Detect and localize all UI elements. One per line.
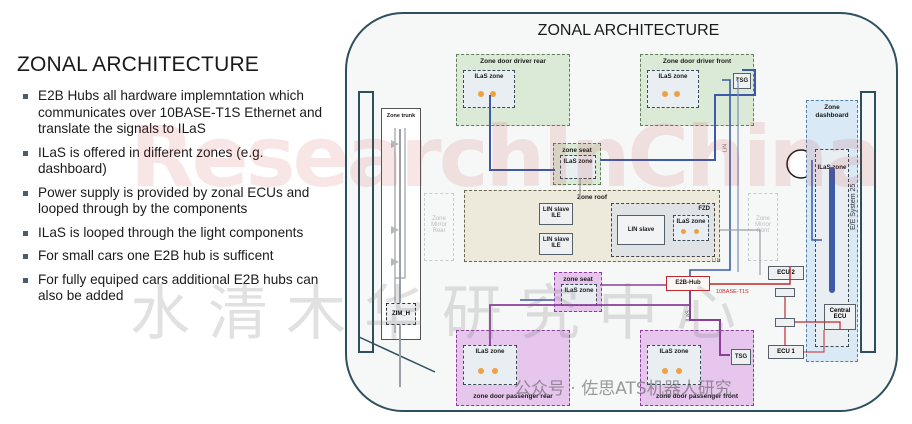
bullet-item: Power supply is provided by zonal ECUs a… xyxy=(20,185,335,218)
fzd-label: FZD xyxy=(698,206,710,212)
bullet-item: E2B Hubs all hardware implemntation whic… xyxy=(20,88,335,138)
ecu-1-label: ECU 1 xyxy=(777,349,795,355)
lin-slave-label: LIN slave xyxy=(627,227,655,233)
zone-mirror-front: Zone Mirror front xyxy=(748,193,778,261)
central-ecu: Central ECU xyxy=(824,304,856,330)
ile-label: ILE xyxy=(551,213,561,219)
diagram-title: ZONAL ARCHITECTURE xyxy=(537,22,720,39)
ilas-zone-label: ILaS zone xyxy=(475,348,505,355)
zone-door-driver-rear: Zone door driver rear ILaS zone xyxy=(456,54,570,126)
zone-trunk: Zone trunk xyxy=(381,108,421,387)
ilas-zone-box: ILaS zone xyxy=(647,70,699,108)
zone-seat-lower: zone seat ILaS zone xyxy=(554,272,602,312)
ecu-2-label: ECU 2 xyxy=(777,270,795,276)
zone-door-passenger-front-label: zone door passenger front xyxy=(656,393,738,400)
zone-door-driver-front: Zone door driver front ILaS zone TSG xyxy=(640,54,754,126)
zone-door-passenger-rear-label: zone door passenger rear xyxy=(473,393,553,400)
base-t1s-label: 10BASE-T1S xyxy=(716,289,749,295)
ilas-zone-box: ILaS zone xyxy=(673,215,709,241)
zone-door-passenger-rear: ILaS zone zone door passenger rear xyxy=(456,330,570,406)
mirror-front-label: Mirror xyxy=(755,222,771,228)
zone-door-driver-front-label: Zone door driver front xyxy=(662,58,732,65)
zone-seat-upper: zone seat ILaS zone xyxy=(553,143,601,185)
ilas-zone-box: ILaS zone xyxy=(463,70,515,108)
bullet-list: E2B Hubs all hardware implemntation whic… xyxy=(20,88,335,312)
bullet-item: For small cars one E2B hub is sufficent xyxy=(20,248,335,265)
ilas-zone-box: ILaS zone xyxy=(560,155,596,179)
zone-seat-label: zone seat xyxy=(563,276,593,283)
mirror-front-label: Zone xyxy=(756,216,770,222)
ilas-zone-label: ILaS zone xyxy=(676,218,706,225)
watermark-brand: ResearchInChina xyxy=(130,108,882,206)
zone-door-driver-rear-label: Zone door driver rear xyxy=(480,58,546,65)
zone-roof: Zone roof LIN slave ILE LIN slave ILE FZ… xyxy=(464,190,720,262)
tsg-module: TSG xyxy=(731,349,751,365)
lin-slave-ile-2: LIN slave ILE xyxy=(539,233,573,255)
ilas-zone-box: ILaS zone xyxy=(647,345,701,385)
zone-dashboard-label: Zone dashboard xyxy=(815,104,849,119)
zone-door-passenger-front: ILaS zone TSG zone door passenger front xyxy=(640,330,754,406)
mirror-front-label: front xyxy=(756,228,769,234)
tsg-label: TSG xyxy=(735,78,749,84)
ilas-zone-box: ILaS zone xyxy=(463,345,517,385)
page-title: ZONAL ARCHITECTURE xyxy=(17,53,260,76)
zone-seat-label: zone seat xyxy=(562,147,592,154)
trunk-wiring xyxy=(391,128,406,333)
central-ecu-label: Central ECU xyxy=(829,308,851,320)
lin-slave-label: LIN slave xyxy=(542,237,570,243)
mirror-rear-label: Mirror xyxy=(431,222,447,228)
ilas-zone-label: ILaS zone xyxy=(474,73,504,80)
e2b-hub: E2B-Hub xyxy=(666,276,710,291)
ilas-zone-label: ILaS zone xyxy=(658,73,688,80)
bullet-item: For fully equiped cars additional E2B hu… xyxy=(20,272,335,305)
zim-label: ZIM_H xyxy=(392,311,410,317)
lin-slave-ile-1: LIN slave ILE xyxy=(539,203,573,225)
zone-roof-label: Zone roof xyxy=(577,194,607,201)
fuse-box-2 xyxy=(775,318,795,327)
ecu-2: ECU 2 xyxy=(768,266,804,280)
tsg-label: TSG xyxy=(734,354,748,360)
body-structure xyxy=(358,91,876,373)
zone-trunk-label: Zone trunk xyxy=(386,113,416,119)
ilas-zone-label: ILaS zone xyxy=(564,287,594,294)
ilas-zone-label: ILaS zone xyxy=(659,348,689,355)
watermark-chinese: 水清木华研究中心 xyxy=(130,279,754,349)
lin-slave-box: LIN slave xyxy=(617,215,665,245)
ile-label: ILE xyxy=(551,243,561,249)
ecu-1: ECU 1 xyxy=(768,345,804,359)
e2b-hub-label: E2B-Hub xyxy=(675,280,701,286)
ilas-zone-label: ILaS zone xyxy=(563,158,593,165)
lin-label: LIN xyxy=(712,258,721,264)
bullet-item: ILaS is looped through the light compone… xyxy=(20,225,335,242)
mirror-rear-label: Zone xyxy=(432,216,446,222)
watermark-wechat: 公众号 · 佐思ATS机器人研究 xyxy=(514,379,732,399)
mirror-rear-label: Rear xyxy=(432,228,446,234)
lin-slave-label: LIN slave xyxy=(542,207,570,213)
zim-module: ZIM_H xyxy=(386,303,416,325)
fuse-box-1 xyxy=(775,288,795,297)
zone-mirror-rear: Zone Mirror Rear xyxy=(424,193,454,261)
bullet-item: ILaS is offered in different zones (e.g.… xyxy=(20,145,335,178)
